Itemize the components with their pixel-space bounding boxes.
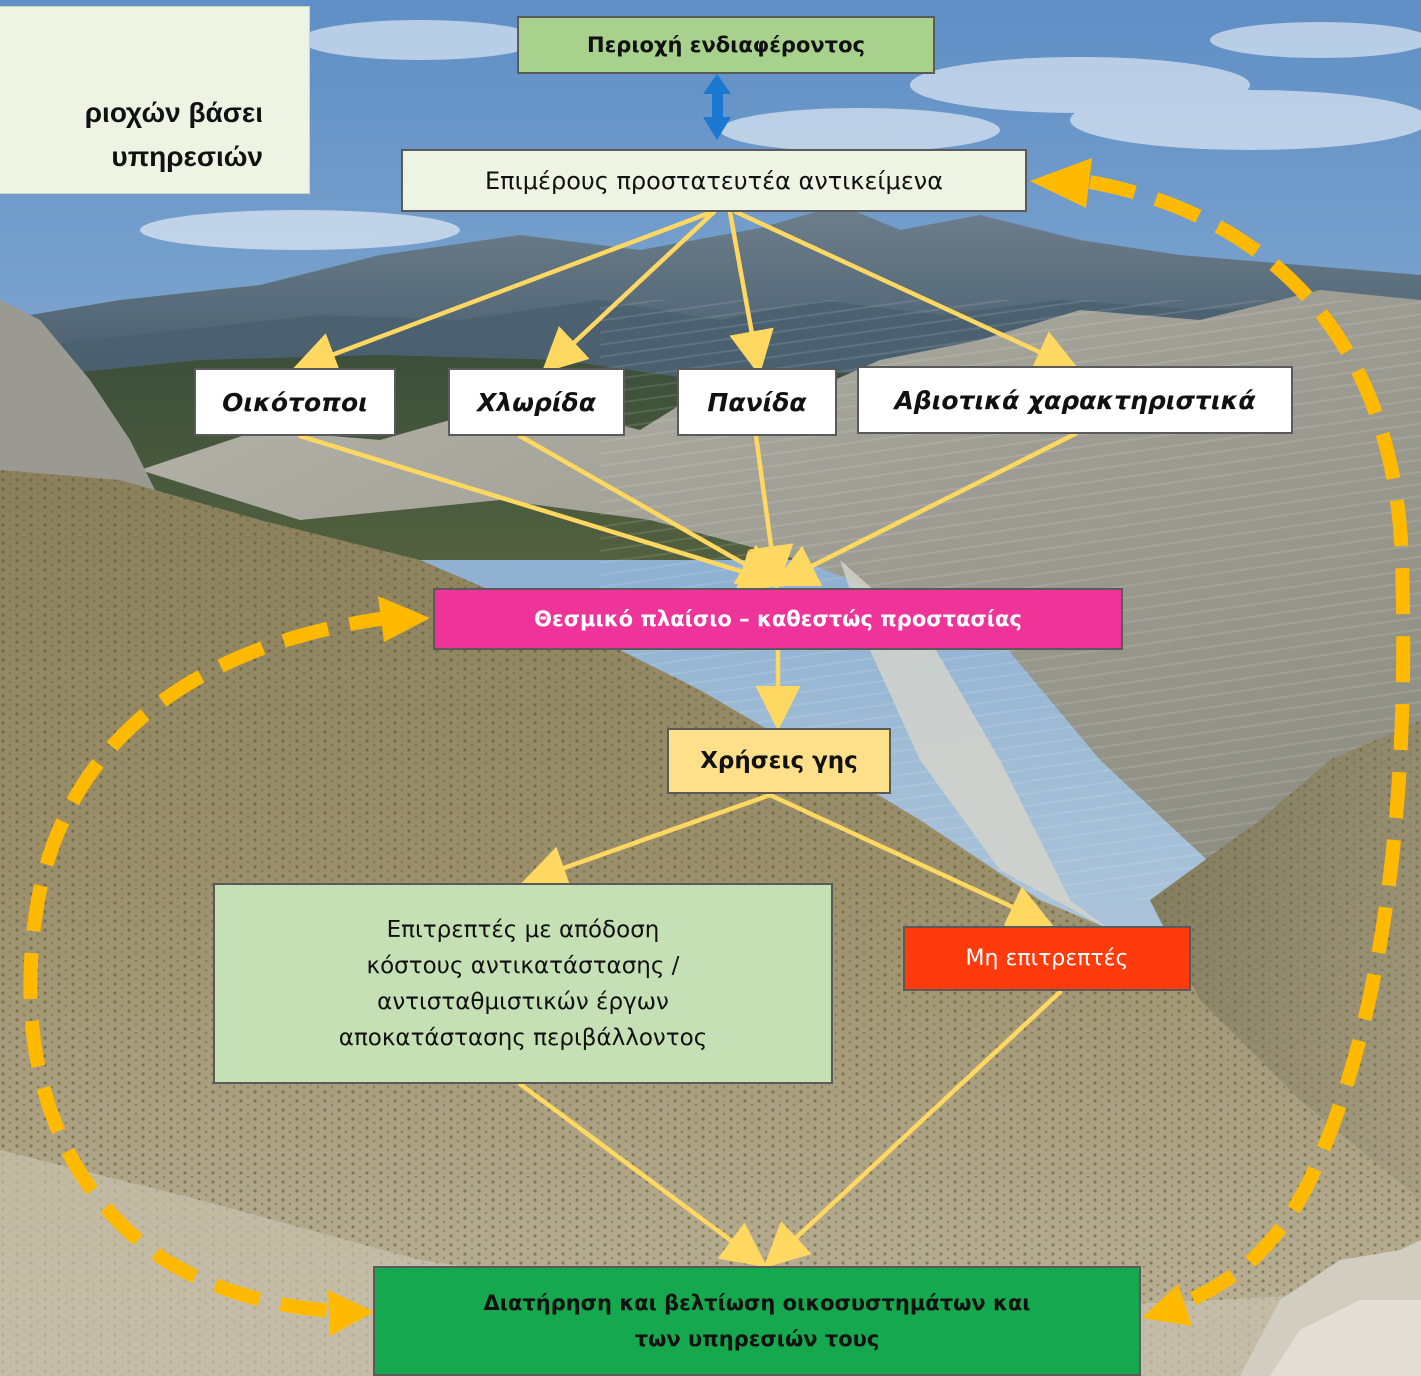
region-of-interest-label: Περιοχή ενδιαφέροντος xyxy=(587,33,865,57)
permitted-label: Επιτρεπτές με απόδοση κόστους αντικατάστ… xyxy=(338,916,708,1051)
flora-box: Χλωρίδα xyxy=(448,368,625,436)
not-permitted-box: Μη επιτρεπτές xyxy=(903,926,1191,991)
abiotic-box: Αβιοτικά χαρακτηριστικά xyxy=(857,366,1293,434)
flora-label: Χλωρίδα xyxy=(477,387,596,417)
title-text: ριοχών βάσει υπηρεσιών xyxy=(84,97,263,172)
abiotic-label: Αβιοτικά χαρακτηριστικά xyxy=(894,385,1256,415)
habitats-label: Οικότοποι xyxy=(222,387,368,417)
fauna-box: Πανίδα xyxy=(677,368,837,436)
fauna-label: Πανίδα xyxy=(707,387,807,417)
permitted-box: Επιτρεπτές με απόδοση κόστους αντικατάστ… xyxy=(213,883,833,1084)
title-box: ριοχών βάσει υπηρεσιών xyxy=(0,6,310,194)
protected-objects-label: Επιμέρους προστατευτέα αντικείμενα xyxy=(484,166,944,195)
legal-framework-label: Θεσμικό πλαίσιο – καθεστώς προστασίας xyxy=(534,607,1022,631)
not-permitted-label: Μη επιτρεπτές xyxy=(965,946,1129,971)
land-uses-label: Χρήσεις γης xyxy=(700,748,858,774)
conservation-box: Διατήρηση και βελτίωση οικοσυστημάτων κα… xyxy=(373,1266,1141,1376)
conservation-label: Διατήρηση και βελτίωση οικοσυστημάτων κα… xyxy=(483,1291,1031,1351)
land-uses-box: Χρήσεις γης xyxy=(667,728,891,794)
region-of-interest-box: Περιοχή ενδιαφέροντος xyxy=(517,16,935,74)
legal-framework-box: Θεσμικό πλαίσιο – καθεστώς προστασίας xyxy=(433,588,1123,650)
protected-objects-box: Επιμέρους προστατευτέα αντικείμενα xyxy=(401,149,1027,212)
habitats-box: Οικότοποι xyxy=(194,368,396,436)
